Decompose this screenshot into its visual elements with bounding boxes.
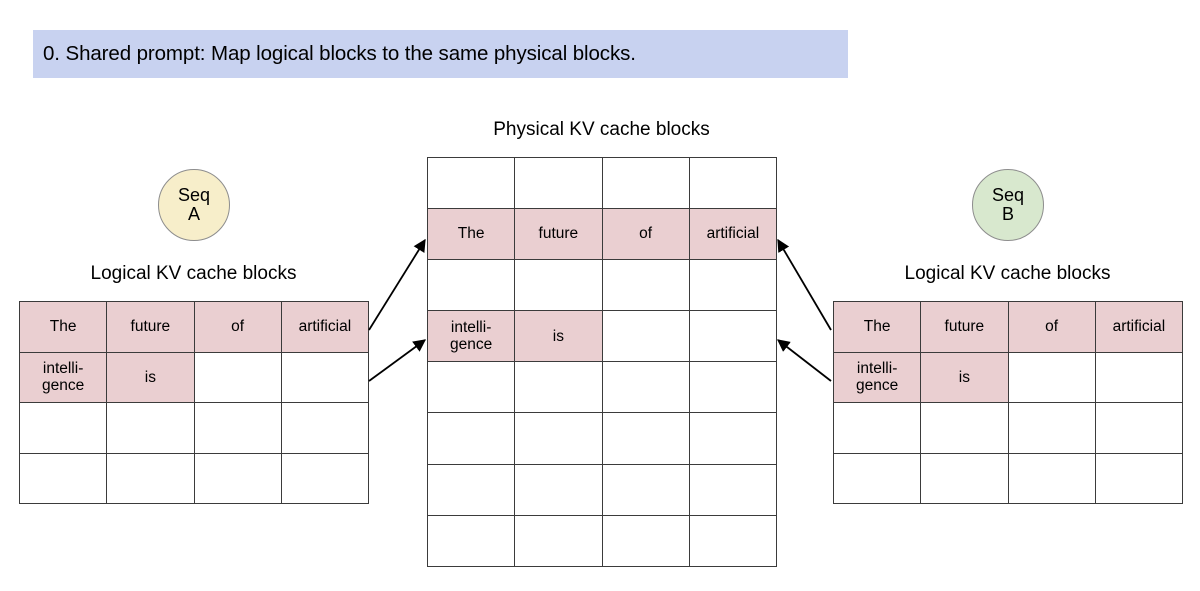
- kv-block-cell-empty: [601, 514, 690, 567]
- kv-block-cell-empty: [514, 259, 603, 312]
- kv-block-cell-filled: intelli-gence: [18, 351, 108, 403]
- kv-block-cell-empty: [688, 412, 778, 465]
- kv-block-cell-empty: [514, 412, 603, 465]
- arrow-b-row2-to-physical-row4: [777, 339, 832, 382]
- kv-block-cell-empty: [601, 259, 690, 312]
- kv-block-cell-filled: is: [920, 351, 1009, 403]
- kv-block-cell-filled: future: [920, 301, 1009, 353]
- kv-block-cell-empty: [426, 156, 516, 210]
- kv-block-cell-empty: [280, 452, 370, 504]
- seq-b-label-line1: Seq: [991, 184, 1025, 205]
- kv-block-cell-filled: is: [514, 310, 603, 363]
- kv-block-cell-empty: [601, 463, 690, 516]
- kv-block-cell-empty: [688, 361, 778, 414]
- kv-block-cell-filled: of: [1007, 301, 1096, 353]
- kv-block-cell-empty: [193, 452, 282, 504]
- seq-a-label-line2: A: [187, 204, 200, 224]
- table-row: [832, 402, 1184, 454]
- kv-block-cell-empty: [514, 514, 603, 567]
- kv-block-cell-empty: [920, 402, 1009, 454]
- kv-block-cell-empty: [920, 452, 1009, 504]
- kv-block-cell-empty: [426, 361, 516, 414]
- arrow-b-row1-to-physical-row2: [777, 238, 832, 331]
- kv-block-cell-empty: [514, 463, 603, 516]
- kv-block-cell-empty: [601, 412, 690, 465]
- table-row: [426, 361, 778, 414]
- kv-block-cell-empty: [832, 402, 922, 454]
- physical-blocks-caption: Physical KV cache blocks: [493, 119, 710, 140]
- kv-block-cell-empty: [106, 452, 195, 504]
- kv-block-cell-empty: [832, 452, 922, 504]
- kv-block-cell-filled: future: [514, 208, 603, 261]
- kv-block-cell-empty: [193, 351, 282, 403]
- kv-block-cell-empty: [1094, 402, 1184, 454]
- kv-block-cell-filled: is: [106, 351, 195, 403]
- kv-block-cell-filled: artificial: [1094, 301, 1184, 353]
- kv-block-cell-empty: [688, 156, 778, 210]
- kv-block-cell-empty: [514, 156, 603, 210]
- logical-b-blocks-caption: Logical KV cache blocks: [904, 263, 1111, 284]
- prompt-banner: 0. Shared prompt: Map logical blocks to …: [33, 30, 848, 78]
- seq-b-label-line2: B: [1001, 204, 1014, 224]
- kv-block-cell-empty: [426, 463, 516, 516]
- table-row: [426, 463, 778, 516]
- kv-block-cell-empty: [18, 402, 108, 454]
- kv-block-cell-empty: [514, 361, 603, 414]
- kv-block-cell-filled: of: [601, 208, 690, 261]
- kv-block-cell-filled: intelli-gence: [832, 351, 922, 403]
- kv-block-cell-filled: The: [426, 208, 516, 261]
- kv-block-cell-empty: [1007, 351, 1096, 403]
- prompt-banner-text: 0. Shared prompt: Map logical blocks to …: [43, 42, 636, 65]
- table-row: [426, 514, 778, 567]
- seq-b-badge: Seq B: [972, 169, 1044, 241]
- kv-block-cell-empty: [1007, 402, 1096, 454]
- logical-a-blocks-caption: Logical KV cache blocks: [90, 263, 297, 284]
- table-row: [18, 402, 370, 454]
- seq-a-badge: Seq A: [158, 169, 230, 241]
- seq-a-label-line1: Seq: [177, 184, 211, 205]
- table-row: [426, 259, 778, 312]
- arrow-a-row2-to-physical-row4: [368, 339, 427, 382]
- kv-block-cell-empty: [601, 156, 690, 210]
- kv-block-cell-filled: artificial: [688, 208, 778, 261]
- kv-block-cell-filled: intelli-gence: [426, 310, 516, 363]
- kv-block-cell-filled: The: [832, 301, 922, 353]
- kv-block-cell-filled: artificial: [280, 301, 370, 353]
- kv-block-cell-empty: [280, 402, 370, 454]
- table-row: [18, 452, 370, 504]
- kv-block-cell-empty: [688, 514, 778, 567]
- kv-block-cell-empty: [18, 452, 108, 504]
- kv-block-cell-empty: [1094, 351, 1184, 403]
- kv-block-cell-empty: [688, 259, 778, 312]
- kv-block-cell-empty: [426, 259, 516, 312]
- table-row: [832, 452, 1184, 504]
- kv-block-cell-empty: [280, 351, 370, 403]
- table-row: [426, 412, 778, 465]
- kv-block-cell-empty: [688, 310, 778, 363]
- kv-block-cell-empty: [601, 361, 690, 414]
- kv-block-cell-filled: future: [106, 301, 195, 353]
- kv-block-cell-empty: [193, 402, 282, 454]
- kv-block-cell-empty: [601, 310, 690, 363]
- kv-block-cell-empty: [106, 402, 195, 454]
- kv-block-cell-empty: [426, 514, 516, 567]
- arrow-a-row1-to-physical-row2: [368, 238, 426, 331]
- kv-block-cell-empty: [426, 412, 516, 465]
- table-row: [426, 156, 778, 210]
- kv-block-cell-filled: of: [193, 301, 282, 353]
- kv-block-cell-filled: The: [18, 301, 108, 353]
- kv-block-cell-empty: [1094, 452, 1184, 504]
- kv-block-cell-empty: [688, 463, 778, 516]
- kv-block-cell-empty: [1007, 452, 1096, 504]
